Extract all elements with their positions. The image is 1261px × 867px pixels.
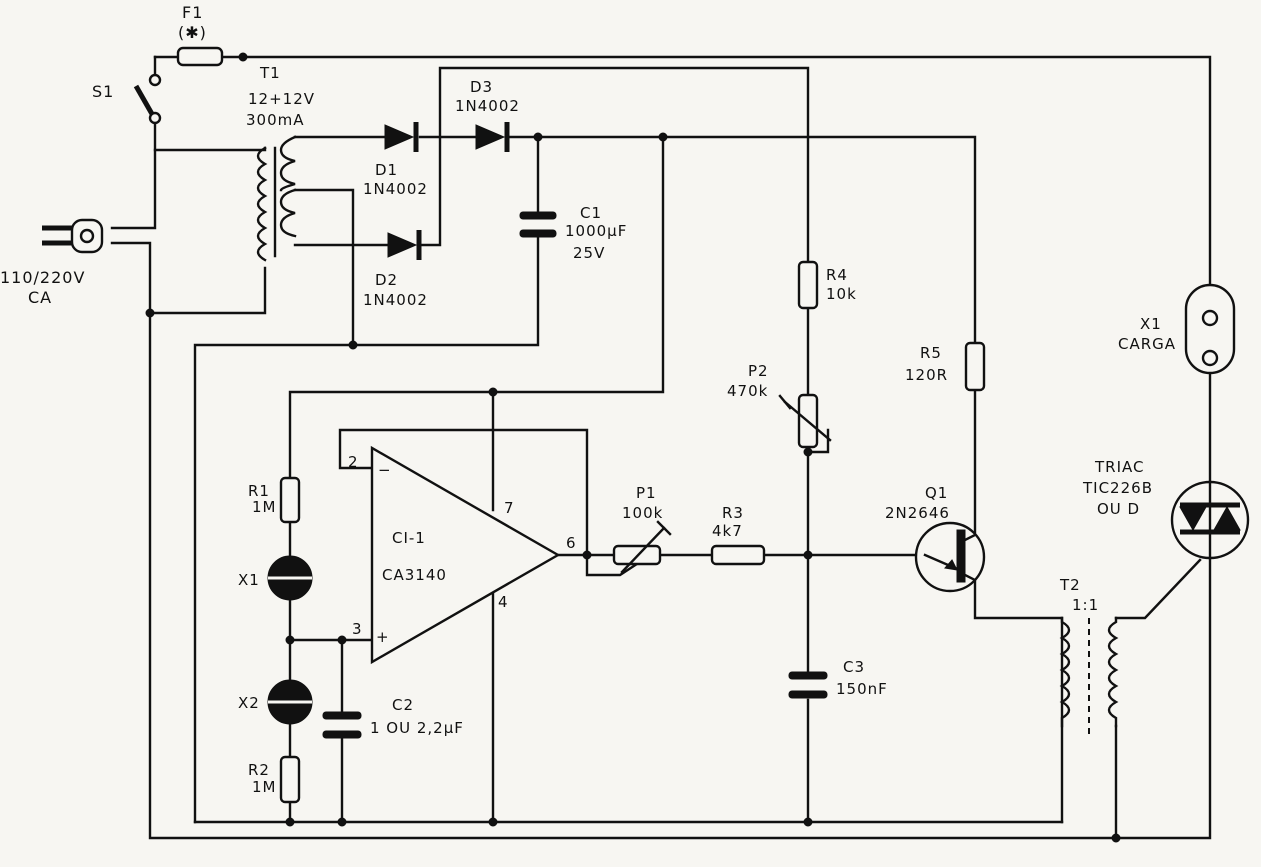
r2-label: R2: [248, 761, 270, 779]
r5-value: 120R: [905, 366, 948, 384]
ic-pin6: 6: [566, 534, 577, 552]
p1-value: 100k: [622, 504, 663, 522]
resistor-r3: R3 4k7: [710, 504, 766, 566]
t2-ratio: 1:1: [1072, 596, 1099, 614]
resistor-r5: R5 120R: [905, 341, 986, 392]
mains-voltage: 110/220V: [0, 268, 85, 287]
junction-dots: [145, 52, 1121, 843]
diode-d2: D2 1N4002: [363, 230, 428, 309]
sensor-x2-label: X2: [238, 694, 260, 712]
r2-value: 1M: [252, 778, 277, 796]
fuse-label: F1: [182, 3, 203, 22]
d2-part: 1N4002: [363, 291, 428, 309]
switch-s1: S1: [92, 73, 162, 125]
ic-ref: CI-1: [392, 529, 426, 547]
p2-label: P2: [748, 362, 769, 380]
r1-label: R1: [248, 482, 270, 500]
capacitor-c2: C2 1 OU 2,2µF: [322, 696, 464, 739]
fuse-f1: F1 (✱): [176, 3, 224, 67]
transformer-t2: T2 1:1: [1059, 576, 1119, 735]
p2-value: 470k: [727, 382, 768, 400]
c3-value: 150nF: [836, 680, 888, 698]
sensor-x1: X1: [238, 555, 313, 601]
t2-label: T2: [1059, 576, 1081, 594]
sensor-x2: X2: [238, 679, 313, 725]
sensor-x1-label: X1: [238, 571, 260, 589]
wires: [110, 55, 1212, 840]
q1-part: 2N2646: [885, 504, 950, 522]
t1-voltage: 12+12V: [248, 90, 315, 108]
triac: TRIAC TIC226B OU D: [1082, 458, 1250, 560]
d3-part: 1N4002: [455, 97, 520, 115]
r5-label: R5: [920, 344, 942, 362]
c2-value: 1 OU 2,2µF: [370, 719, 464, 737]
transformer-t1: T1 12+12V 300mA: [246, 64, 315, 262]
d1-label: D1: [375, 161, 398, 179]
potentiometer-p1: P1 100k: [612, 484, 672, 574]
ic-pin4: 4: [498, 593, 509, 611]
r1-value: 1M: [252, 498, 277, 516]
ic-part: CA3140: [382, 566, 447, 584]
c2-label: C2: [392, 696, 414, 714]
r3-value: 4k7: [712, 522, 743, 540]
triac-part: TIC226B: [1082, 479, 1153, 497]
t1-current: 300mA: [246, 111, 305, 129]
load-label: X1: [1140, 315, 1162, 333]
mains-plug: 110/220V CA: [0, 218, 104, 307]
capacitor-c1: C1 1000µF 25V: [519, 204, 627, 262]
r3-label: R3: [722, 504, 744, 522]
mains-type: CA: [28, 288, 52, 307]
t1-label: T1: [259, 64, 281, 82]
resistor-r4: R4 10k: [797, 260, 857, 310]
r4-value: 10k: [826, 285, 857, 303]
diode-d3: D3 1N4002: [455, 78, 520, 152]
p1-label: P1: [636, 484, 657, 502]
d1-part: 1N4002: [363, 180, 428, 198]
c1-value: 1000µF: [565, 222, 627, 240]
opamp-ci1: − + CI-1 CA3140 2 3 4 6 7: [348, 445, 577, 665]
d2-label: D2: [375, 271, 398, 289]
triac-type: TRIAC: [1094, 458, 1144, 476]
load-name: CARGA: [1118, 335, 1176, 353]
r4-label: R4: [826, 266, 848, 284]
c3-label: C3: [843, 658, 865, 676]
c1-label: C1: [580, 204, 602, 222]
ic-pin3: 3: [352, 620, 363, 638]
triac-alt: OU D: [1097, 500, 1140, 518]
q1-label: Q1: [925, 484, 948, 502]
ic-minus: −: [378, 461, 392, 479]
fuse-note: (✱): [178, 23, 207, 42]
d3-label: D3: [470, 78, 493, 96]
load-x1: X1 CARGA: [1118, 283, 1236, 375]
c1-voltage: 25V: [573, 244, 605, 262]
capacitor-c3: C3 150nF: [788, 658, 888, 699]
diode-d1: D1 1N4002: [363, 122, 428, 198]
switch-label: S1: [92, 82, 114, 101]
ic-pin7: 7: [504, 499, 515, 517]
ic-plus: +: [376, 628, 390, 646]
ic-pin2: 2: [348, 453, 359, 471]
resistor-r1: R1 1M: [248, 476, 301, 524]
ujt-q1: Q1 2N2646: [885, 484, 986, 593]
potentiometer-p2: P2 470k: [727, 362, 832, 449]
resistor-r2: R2 1M: [248, 755, 301, 804]
